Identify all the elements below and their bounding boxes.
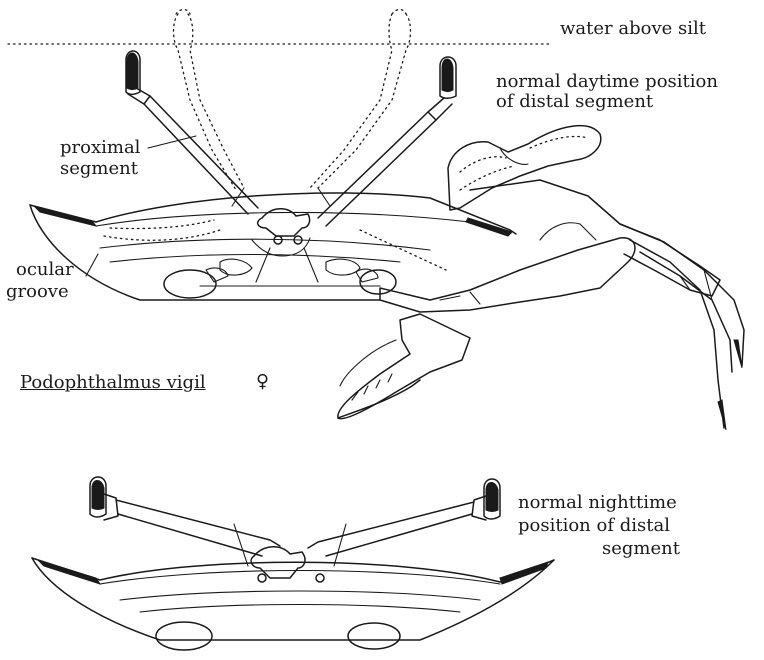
- nighttime-position-label-line2: position of distal: [518, 515, 670, 536]
- ocular-groove-label-line2: groove: [6, 281, 69, 302]
- nighttime-position-label-line3: segment: [602, 538, 680, 559]
- female-symbol: ♀: [256, 371, 269, 392]
- upper-walking-legs: [470, 180, 744, 430]
- daytime-position-label-line1: normal daytime position: [496, 71, 718, 92]
- ocular-groove-leader: [86, 254, 98, 276]
- species-name: Podophthalmus vigil: [20, 372, 206, 393]
- proximal-segment-label-line2: segment: [60, 158, 138, 179]
- left-eyestalk-night: [90, 477, 280, 556]
- upper-paddle-leg: [448, 126, 601, 210]
- nighttime-position-label-line1: normal nighttime: [518, 492, 677, 513]
- lower-crab-drawing: [32, 477, 554, 650]
- daytime-position-label-line2: of distal segment: [496, 91, 653, 112]
- upper-carapace: [30, 188, 516, 300]
- water-above-silt-label: water above silt: [560, 18, 706, 39]
- proximal-segment-label-line1: proximal: [60, 137, 140, 158]
- left-eyestalk-day: [126, 51, 258, 214]
- proximal-segment-leader: [148, 136, 196, 148]
- ocular-groove-label-line1: ocular: [16, 259, 74, 280]
- lower-carapace: [32, 524, 554, 650]
- right-eyestalk-night: [308, 479, 500, 556]
- upper-cheliped: [338, 223, 635, 419]
